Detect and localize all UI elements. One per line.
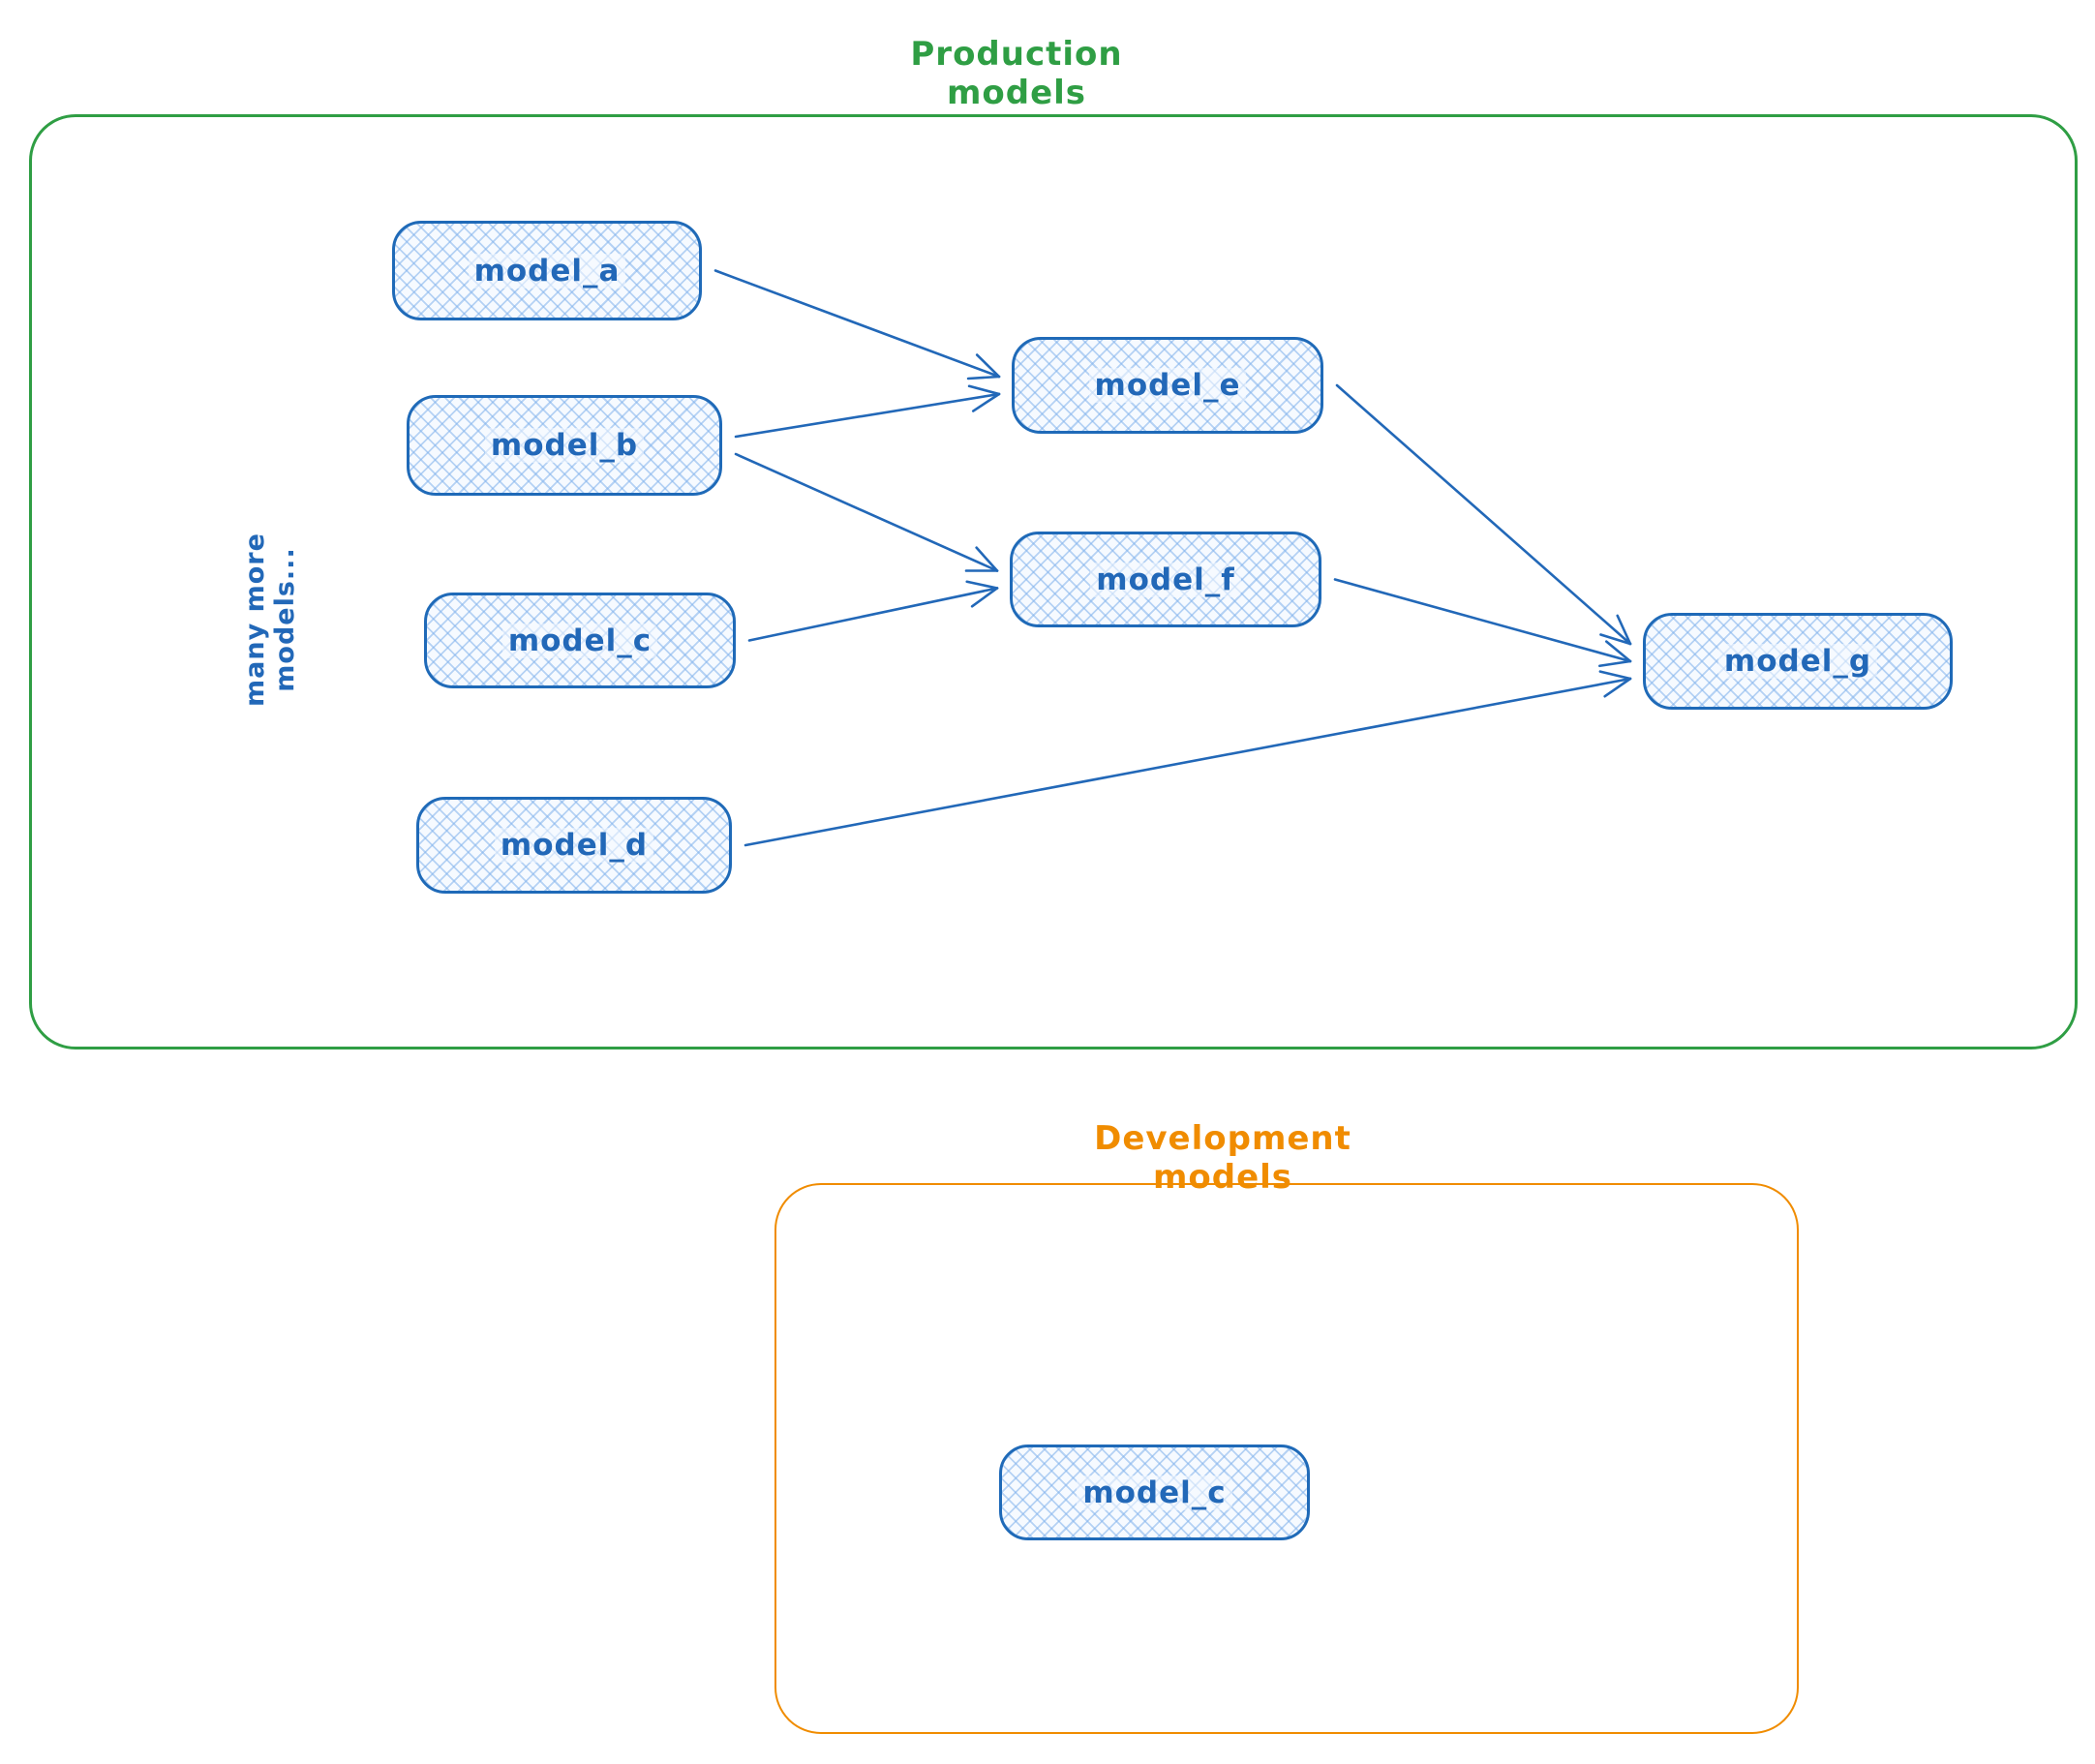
node-model-b: model_b [407, 395, 722, 496]
node-model-d: model_d [416, 797, 732, 894]
node-dev-model-c-label: model_c [1077, 1475, 1232, 1510]
node-model-a-label: model_a [468, 253, 626, 289]
production-group-frame [29, 114, 2078, 1049]
many-more-models-note: many more models... [240, 532, 300, 707]
node-model-g: model_g [1643, 613, 1953, 710]
node-model-f: model_f [1010, 532, 1321, 627]
node-model-d-label: model_d [494, 828, 654, 863]
development-group-frame [774, 1183, 1799, 1734]
node-model-c: model_c [424, 593, 736, 688]
node-model-e-label: model_e [1088, 368, 1247, 403]
production-group-title: Production models [910, 35, 1123, 112]
node-model-f-label: model_f [1090, 562, 1241, 597]
node-model-g-label: model_g [1717, 644, 1878, 679]
node-model-c-label: model_c [501, 623, 658, 658]
node-dev-model-c: model_c [999, 1445, 1310, 1540]
node-model-e: model_e [1012, 337, 1323, 434]
node-model-a: model_a [392, 221, 702, 320]
development-group-title: Development models [1094, 1119, 1351, 1197]
node-model-b-label: model_b [484, 428, 645, 463]
